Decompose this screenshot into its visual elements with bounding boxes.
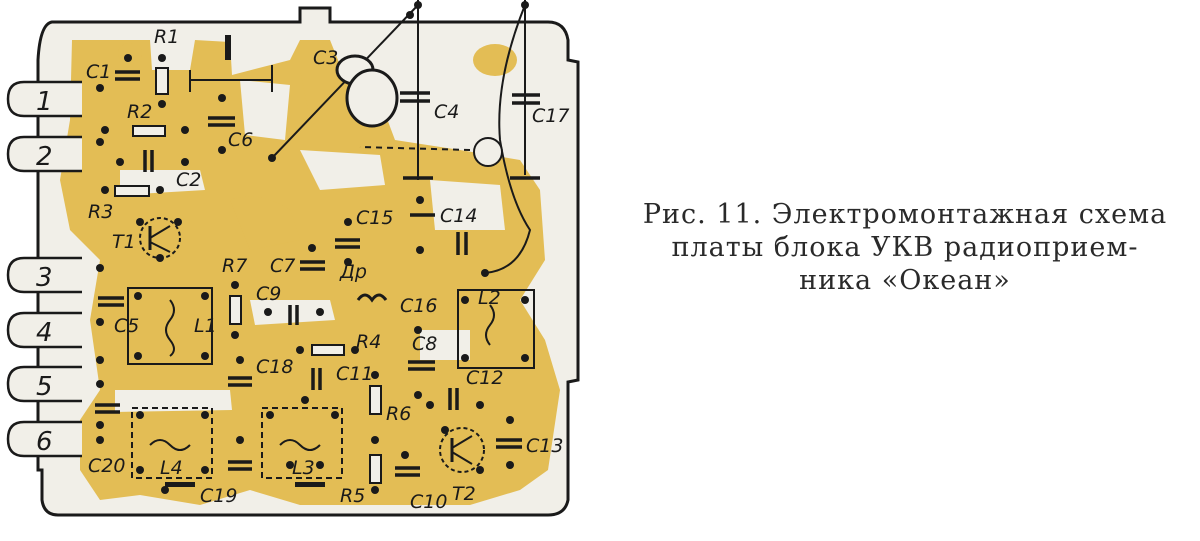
label-c12: C12 <box>466 367 503 389</box>
c3-trimmer <box>335 54 503 167</box>
label-r7: R7 <box>222 255 247 277</box>
pin-5-label: 5 <box>36 372 53 402</box>
label-t1: T1 <box>112 231 136 253</box>
pin-2-label: 2 <box>36 142 53 172</box>
pin-2: 2 <box>6 135 82 173</box>
label-l2: L2 <box>478 287 501 309</box>
solder-pads <box>96 1 529 494</box>
label-c18: C18 <box>256 356 293 378</box>
label-c14: C14 <box>440 205 477 227</box>
label-c4: C4 <box>434 101 459 123</box>
board-slots <box>165 35 325 487</box>
pin-3-label: 3 <box>36 263 53 293</box>
label-r1: R1 <box>154 26 179 48</box>
pin-6: 6 <box>6 420 82 458</box>
label-c2: C2 <box>176 169 201 191</box>
label-l4: L4 <box>160 457 183 479</box>
label-r3: R3 <box>88 201 113 223</box>
caption-line-1: Рис. 11. Электромонтажная схема <box>642 199 1168 230</box>
label-c17: C17 <box>532 105 569 127</box>
label-c7: C7 <box>270 255 295 277</box>
label-c15: C15 <box>356 207 393 229</box>
label-c20: C20 <box>88 455 125 477</box>
label-t2: T2 <box>452 483 476 505</box>
label-c1: C1 <box>86 61 111 83</box>
resistor-symbols <box>114 67 382 484</box>
copper-areas <box>60 40 560 505</box>
pcb-diagram: 1 2 3 4 5 6 <box>6 0 580 517</box>
label-c8: C8 <box>412 333 437 355</box>
coil-symbols <box>127 287 535 479</box>
label-l1: L1 <box>194 315 217 337</box>
label-dr: Др <box>339 261 367 283</box>
label-l3: L3 <box>292 457 315 479</box>
pin-6-label: 6 <box>36 427 53 457</box>
pin-1: 1 <box>6 80 82 118</box>
label-c5: C5 <box>114 315 139 337</box>
label-c3: C3 <box>313 47 338 69</box>
pin-4: 4 <box>6 311 82 349</box>
label-c9: C9 <box>256 283 281 305</box>
label-c16: C16 <box>400 295 437 317</box>
capacitor-symbols <box>95 70 540 477</box>
label-c11: C11 <box>336 363 373 385</box>
label-c6: C6 <box>228 129 253 151</box>
board-gaps <box>115 80 505 412</box>
label-r6: R6 <box>386 403 411 425</box>
caption-line-3: ника «Океан» <box>799 265 1011 296</box>
figure-caption: Рис. 11. Электромонтажная схема платы бл… <box>612 198 1198 297</box>
label-c13: C13 <box>526 435 563 457</box>
caption-line-2: платы блока УКВ радиоприем- <box>671 232 1139 263</box>
pin-4-label: 4 <box>36 318 53 348</box>
label-c19: C19 <box>200 485 237 507</box>
pin-5: 5 <box>6 365 82 403</box>
connector-pins: 1 2 3 4 5 6 <box>6 80 82 458</box>
label-c10: C10 <box>410 491 447 513</box>
pin-1-label: 1 <box>36 87 53 117</box>
pin-3: 3 <box>6 256 82 294</box>
label-r4: R4 <box>356 331 381 353</box>
label-r2: R2 <box>127 101 152 123</box>
label-r5: R5 <box>340 485 365 507</box>
component-labels: C1 R1 R2 C2 R3 T1 C6 C3 C4 C17 C15 C14 R… <box>86 26 569 513</box>
